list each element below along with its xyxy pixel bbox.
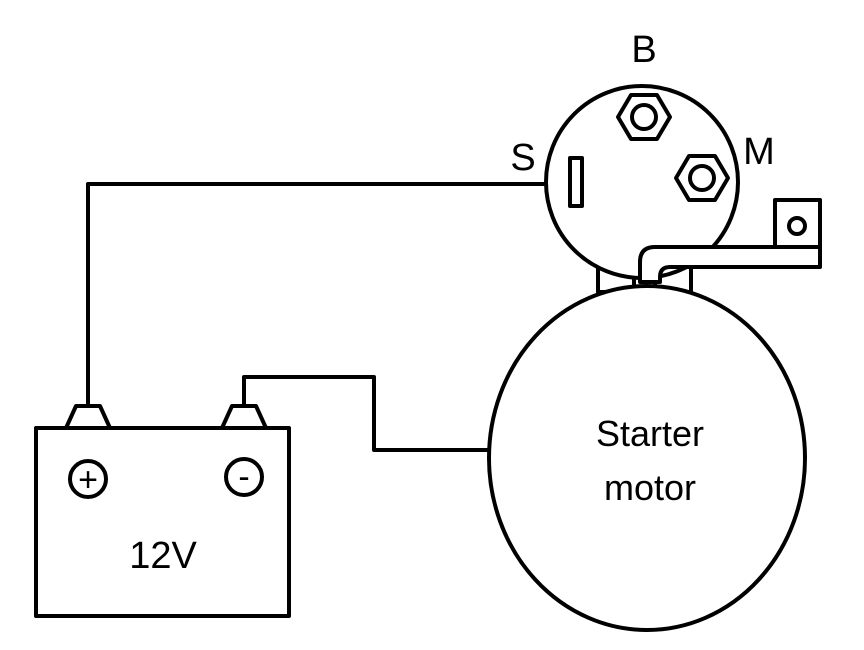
battery-positive-symbol-circle xyxy=(68,459,108,499)
m-terminal-strap xyxy=(638,245,822,284)
wire-negative-to-motor xyxy=(242,375,492,452)
label-terminal-b: B xyxy=(631,29,656,71)
label-motor-line2: motor xyxy=(604,467,696,508)
battery-positive-symbol: + xyxy=(78,461,98,499)
battery-positive-post xyxy=(64,404,112,430)
strap-bracket-hole xyxy=(787,216,807,236)
label-terminal-m: M xyxy=(743,131,775,173)
battery-voltage-label: 12V xyxy=(129,535,197,577)
battery-negative-symbol: - xyxy=(238,458,249,496)
s-terminal-tab xyxy=(568,156,584,208)
battery-negative-symbol-circle xyxy=(224,457,264,497)
battery-body xyxy=(34,426,291,618)
m-terminal-nut-icon xyxy=(674,154,730,202)
battery-negative-post xyxy=(220,404,268,430)
strap-bracket xyxy=(773,198,822,249)
starter-motor-body xyxy=(487,284,807,632)
wire-positive-to-s-terminal xyxy=(86,182,550,412)
label-terminal-s: S xyxy=(510,137,535,179)
label-motor-line1: Starter xyxy=(596,413,704,454)
b-terminal-nut-icon xyxy=(616,93,672,141)
